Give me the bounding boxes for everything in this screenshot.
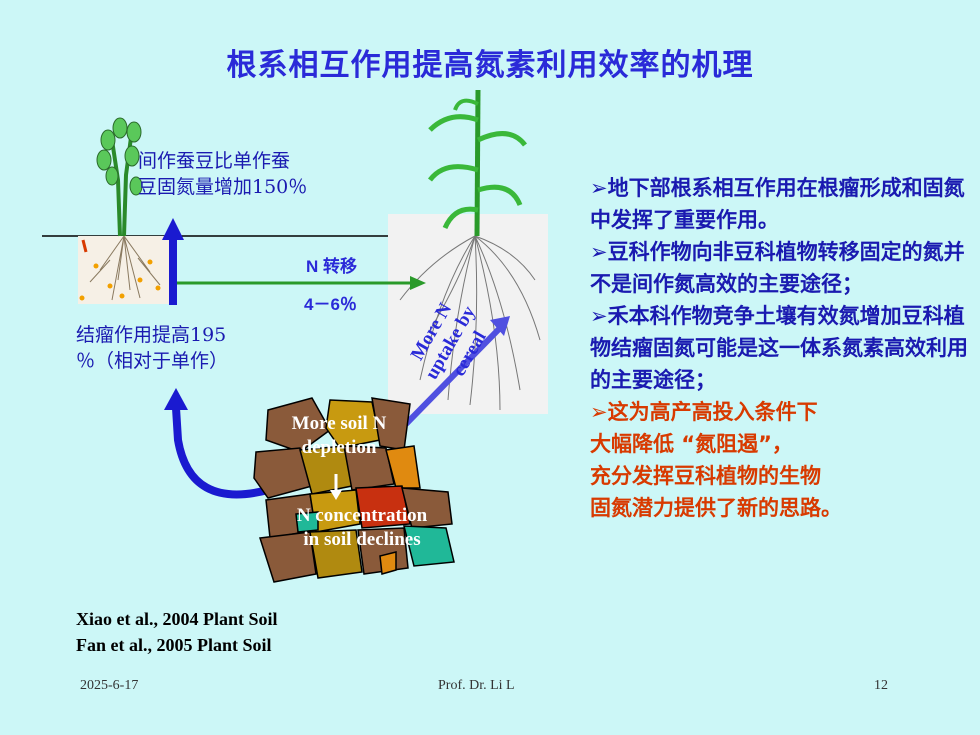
conclusion-text: ➢地下部根系相互作用在根瘤形成和固氮中发挥了重要作用。 ➢豆科作物向非豆科植物转… <box>590 172 980 524</box>
fixation-increase-caption: 间作蚕豆比单作蚕 豆固氮量增加150％ <box>138 148 307 200</box>
n-transfer-label: N 转移 <box>306 257 357 276</box>
conclusion-paragraph: ➢地下部根系相互作用在根瘤形成和固氮中发挥了重要作用。 <box>590 176 965 232</box>
footer-date: 2025-6-17 <box>80 678 139 693</box>
caption-line: 豆固氮量增加150％ <box>138 176 308 198</box>
maize-shoot-image <box>428 89 527 237</box>
highlight-line: 充分发挥豆科植物的生物 <box>590 464 821 488</box>
highlight-line: ➢这为高产高投入条件下 <box>590 400 818 424</box>
caption-line: 间作蚕豆比单作蚕 <box>138 150 291 172</box>
concentration-line: in soil declines <box>303 529 421 550</box>
n-transfer-percent: 4－6％ <box>304 295 357 314</box>
concentration-label: N concentration in soil declines <box>262 504 462 552</box>
n-transfer-arrow <box>177 276 426 290</box>
faba-bean-shoot-image <box>96 117 143 237</box>
caption-line: 结瘤作用提高195 <box>76 324 227 346</box>
conclusion-paragraph: ➢豆科作物向非豆科植物转移固定的氮并不是间作氮高效的主要途径； <box>590 240 965 296</box>
soil-stones <box>253 397 455 583</box>
nodulation-up-arrow <box>162 218 184 305</box>
nodulation-caption: 结瘤作用提高195 ％（相对于单作） <box>76 322 228 374</box>
depletion-line: depletion <box>301 437 377 458</box>
reference-item: Fan et al., 2005 Plant Soil <box>76 635 272 655</box>
depletion-label: More soil N depletion <box>264 412 414 460</box>
footer-page-number: 12 <box>874 678 888 693</box>
depletion-down-arrow <box>330 474 342 500</box>
uptake-diagonal-arrow <box>403 316 510 427</box>
depletion-line: More soil N <box>291 413 387 434</box>
footer-author: Prof. Dr. Li L <box>438 678 515 693</box>
slide-title: 根系相互作用提高氮素利用效率的机理 <box>226 48 754 83</box>
highlight-line: 固氮潜力提供了新的思路。 <box>590 496 842 520</box>
conclusion-paragraph: ➢禾本科作物竞争土壤有效氮增加豆科植物结瘤固氮可能是这一体系氮素高效利用的主要途… <box>590 304 968 392</box>
maize-root-image <box>388 214 548 414</box>
highlight-paragraph: ➢这为高产高投入条件下 大幅降低 “氮阻遏”， 充分发挥豆科植物的生物 固氮潜力… <box>590 396 980 524</box>
faba-bean-root-image <box>78 235 170 304</box>
reference-item: Xiao et al., 2004 Plant Soil <box>76 609 278 629</box>
references: Xiao et al., 2004 Plant Soil Fan et al.,… <box>76 606 278 658</box>
caption-line: ％（相对于单作） <box>76 350 229 372</box>
concentration-line: N concentration <box>296 505 428 526</box>
highlight-line: 大幅降低 “氮阻遏”， <box>590 432 793 456</box>
feedback-curved-arrow <box>164 388 269 499</box>
